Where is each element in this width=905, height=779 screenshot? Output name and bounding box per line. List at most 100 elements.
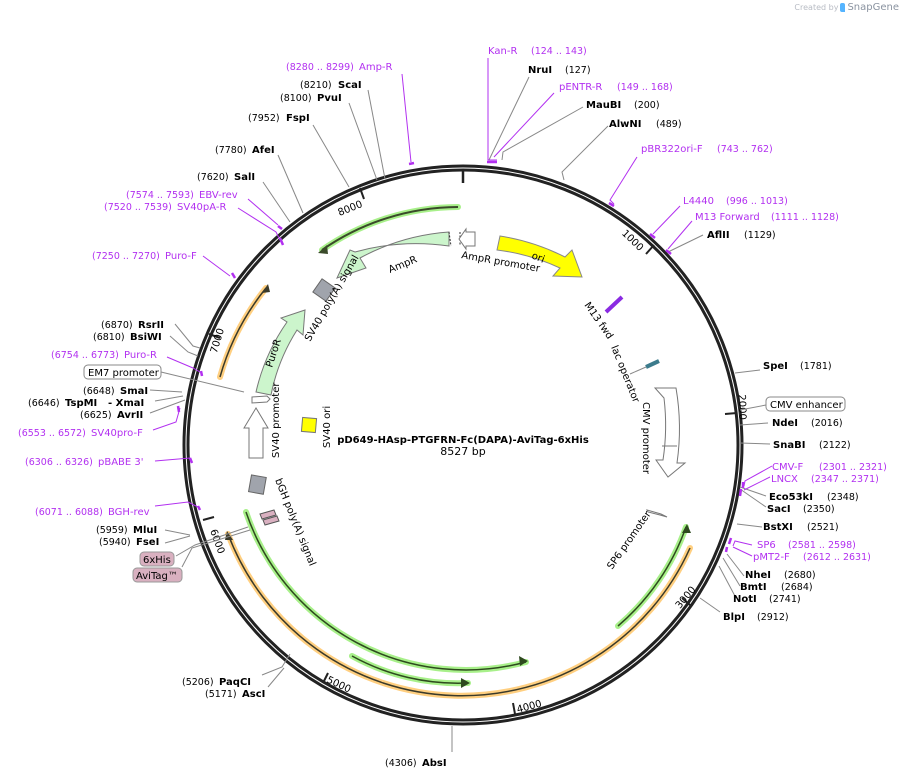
orf-arc-left-orange[interactable] [217, 284, 270, 380]
svg-text:(8100): (8100) [280, 93, 312, 104]
primer-pbabe-3[interactable]: (6306 .. 6326)pBABE 3' [25, 457, 144, 468]
primer-pentr-r[interactable]: pENTR-R(149 .. 168) [559, 82, 673, 93]
svg-text:AlwNI: AlwNI [609, 119, 642, 130]
primer-puro-f[interactable]: (7250 .. 7270)Puro-F [92, 251, 197, 262]
svg-text:NheI: NheI [745, 570, 771, 581]
primer-m13-forward[interactable]: M13 Forward(1111 .. 1128) [695, 212, 839, 223]
enzyme-spei[interactable]: SpeI(1781) [763, 361, 832, 372]
sv40-polya-feature[interactable]: SV40 poly(A) signal [303, 253, 361, 343]
primer-l4440[interactable]: L4440(996 .. 1013) [683, 196, 788, 207]
lac-operator-feature[interactable]: lac operator [608, 344, 660, 405]
svg-text:(2581 .. 2598): (2581 .. 2598) [788, 540, 856, 551]
orf-arc-bottom-orange[interactable] [225, 531, 693, 699]
svg-text:(2521): (2521) [807, 522, 839, 533]
primer-pbr322ori-f[interactable]: pBR322ori-F (743 .. 762) [641, 144, 773, 155]
primer-cmv-f[interactable]: CMV-F(2301 .. 2321) [772, 462, 887, 473]
enzyme-tspmi[interactable]: (6646)TspMI [28, 398, 97, 409]
enzyme-maubi[interactable]: MauBI(200) [586, 100, 660, 111]
enzyme-asci[interactable]: (5171)AscI [205, 689, 265, 700]
svg-text:(743 .. 762): (743 .. 762) [717, 144, 773, 155]
enzyme-paqci[interactable]: (5206)PaqCI [182, 677, 251, 688]
svg-text:RsrII: RsrII [138, 320, 164, 331]
avitag-label[interactable]: AviTag™ [132, 567, 183, 583]
sv40-ori-feature[interactable]: SV40 ori [300, 406, 333, 448]
bgh-polya-feature[interactable]: bGH poly(A) signal [247, 474, 318, 568]
svg-text:(2347 .. 2371): (2347 .. 2371) [811, 474, 879, 485]
svg-text:ScaI: ScaI [338, 80, 362, 91]
primer-marks [176, 160, 745, 553]
enzyme-xmai[interactable]: - XmaI [108, 398, 144, 409]
svg-text:NdeI: NdeI [772, 418, 798, 429]
svg-text:(1111 .. 1128): (1111 .. 1128) [771, 212, 839, 223]
primer-puro-r[interactable]: (6754 .. 6773)Puro-R [51, 350, 157, 361]
primer-ebv-rev[interactable]: (7574 .. 7593)EBV-rev [126, 190, 238, 201]
enzyme-bsiwi[interactable]: (6810)BsiWI [93, 332, 162, 343]
svg-text:(127): (127) [565, 65, 591, 76]
svg-text:NruI: NruI [528, 65, 552, 76]
svg-text:(6754 .. 6773): (6754 .. 6773) [51, 350, 119, 361]
primer-lncx[interactable]: LNCX(2347 .. 2371) [771, 474, 879, 485]
enzyme-nhei[interactable]: NheI(2680) [745, 570, 816, 581]
enzyme-absi[interactable]: (4306)AbsI [385, 758, 447, 769]
enzyme-ndei[interactable]: NdeI(2016) [772, 418, 843, 429]
enzyme-avrii[interactable]: (6625)AvrII [80, 410, 143, 421]
em7-promoter-label[interactable]: EM7 promoter [83, 364, 162, 380]
enzyme-rsrii[interactable]: (6870)RsrII [101, 320, 164, 331]
enzyme-blpi[interactable]: BlpI(2912) [723, 612, 789, 623]
svg-text:Puro-F: Puro-F [165, 251, 197, 262]
enzyme-alwni[interactable]: AlwNI(489) [609, 119, 682, 130]
enzyme-sali[interactable]: (7620)SalI [197, 172, 255, 183]
puror-feature[interactable]: PuroR [255, 309, 306, 396]
credit-brand: SnapGene [847, 2, 899, 13]
enzyme-bstxi[interactable]: BstXI(2521) [763, 522, 839, 533]
primer-kan-r[interactable]: Kan-R(124 .. 143) [488, 46, 587, 57]
svg-text:Amp-R: Amp-R [359, 62, 393, 73]
tag-glyphs[interactable] [259, 509, 280, 526]
primer-sv40pro-f[interactable]: (6553 .. 6572)SV40pro-F [18, 428, 143, 439]
enzyme-bmti[interactable]: BmtI(2684) [740, 582, 813, 593]
ori-feature[interactable]: ori [496, 235, 583, 278]
enzyme-afei[interactable]: (7780)AfeI [215, 145, 275, 156]
svg-text:SacI: SacI [767, 504, 791, 515]
primer-sp6[interactable]: SP6(2581 .. 2598) [757, 540, 856, 551]
svg-text:AmpR: AmpR [387, 254, 419, 275]
svg-text:BmtI: BmtI [740, 582, 767, 593]
primer-bgh-rev[interactable]: (6071 .. 6088)BGH-rev [35, 507, 150, 518]
enzyme-aflii[interactable]: AflII(1129) [707, 230, 776, 241]
primer-pmt2-f[interactable]: pMT2-F(2612 .. 2631) [753, 552, 871, 563]
enzyme-saci[interactable]: SacI(2350) [767, 504, 835, 515]
enzyme-mlui[interactable]: (5959)MluI [96, 525, 157, 536]
enzyme-nrui[interactable]: NruI (127) [528, 65, 591, 76]
enzyme-scai[interactable]: (8210)ScaI [300, 80, 362, 91]
svg-text:(7952): (7952) [248, 113, 280, 124]
svg-text:5000: 5000 [325, 675, 353, 696]
svg-text:SP6 promoter: SP6 promoter [605, 509, 654, 572]
sv40-promoter-feature[interactable]: SV40 promoter [243, 382, 282, 459]
svg-text:CMV enhancer: CMV enhancer [770, 400, 844, 411]
orf-arc-inner-green[interactable] [349, 653, 471, 688]
primer-sv40pa-r[interactable]: (7520 .. 7539)SV40pA-R [104, 202, 226, 213]
orf-arc-bottom-green[interactable] [243, 509, 529, 673]
enzyme-noti[interactable]: NotI(2741) [733, 594, 801, 605]
svg-text:BsiWI: BsiWI [130, 332, 162, 343]
orf-arc-top[interactable] [318, 204, 461, 254]
ampr-feature[interactable]: AmpR [336, 231, 461, 279]
svg-text:AviTag™: AviTag™ [136, 571, 178, 582]
svg-text:2000: 2000 [736, 394, 748, 420]
sixhis-label[interactable]: 6xHis [139, 551, 175, 567]
m13-fwd-feature[interactable]: M13 fwd [582, 295, 624, 341]
svg-text:8000: 8000 [336, 199, 364, 219]
enzyme-fsei[interactable]: (5940)FseI [99, 537, 159, 548]
svg-text:pBR322ori-F: pBR322ori-F [641, 144, 703, 155]
enzyme-pvui[interactable]: (8100)PvuI [280, 93, 342, 104]
enzyme-smai[interactable]: (6648)SmaI [83, 386, 148, 397]
enzyme-eco53ki[interactable]: Eco53kI(2348) [769, 492, 859, 503]
svg-text:(7780): (7780) [215, 145, 247, 156]
sp6-promoter-feature[interactable]: SP6 promoter [605, 509, 668, 572]
cmv-enhancer-label[interactable]: CMV enhancer [765, 396, 846, 412]
cmv-promoter-feature[interactable]: CMV promoter [640, 387, 687, 478]
orf-arc-right-green[interactable] [615, 524, 691, 629]
enzyme-fspi[interactable]: (7952)FspI [248, 113, 310, 124]
enzyme-snabi[interactable]: SnaBI(2122) [773, 440, 851, 451]
primer-amp-r[interactable]: (8280 .. 8299)Amp-R [286, 62, 393, 73]
